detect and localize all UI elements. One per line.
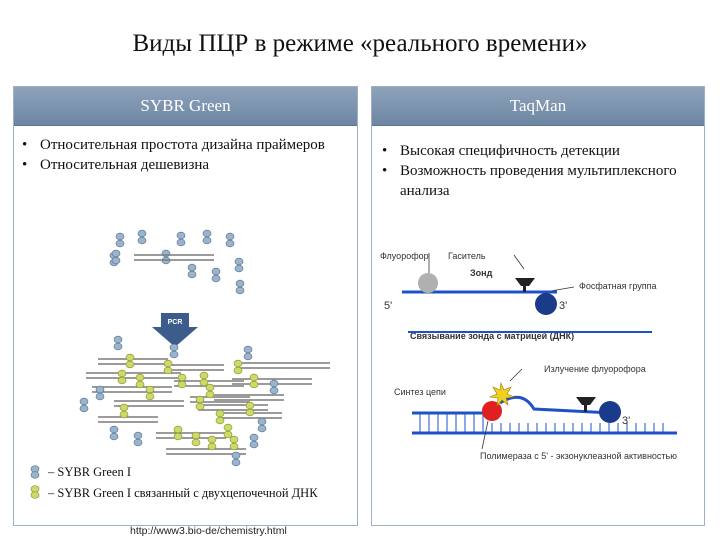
quencher-icon-2 [576,397,596,405]
bound-dye-icon [30,485,40,499]
free-dye-molecule [235,279,245,295]
bound-dye-molecule [117,369,127,385]
free-dye-molecule [231,451,241,467]
free-dye-molecule [243,345,253,361]
dna-duplex [198,404,268,411]
free-dye-molecule [95,385,105,401]
probe-three-prime: 3' [559,300,567,312]
free-dye-molecule [113,335,123,351]
bound-dye-molecule [191,431,201,447]
taqman-bullet-2: Возможность проведения мультиплексного а… [372,161,700,201]
phosphate-icon-2 [599,401,621,423]
free-dye-molecule [109,425,119,441]
sybr-free-state [109,229,245,295]
dna-duplex [98,416,158,423]
free-dye-molecule [249,433,259,449]
sybr-bound-state [79,335,330,467]
bound-dye-molecule [173,425,183,441]
sybr-green-panel: SYBR Green Относительная простота дизайн… [13,86,358,526]
bound-dye-molecule [229,435,239,451]
quencher-label: Гаситель [448,251,486,261]
probe-five-prime: 5' [384,300,392,312]
free-dye-molecule [257,417,267,433]
free-dye-molecule [137,229,147,245]
bound-dye-molecule [223,423,233,439]
sybr-green-diagram: PCR [79,229,330,467]
free-dye-molecule [111,249,121,265]
legend-bound-dye: – SYBR Green I связанный с двухцепочечно… [28,485,338,502]
free-dye-molecule [269,379,279,395]
taqman-cleavage-stage: Излучение флуорофора Синтез цепи 3' Поли… [394,364,677,461]
sybr-green-header: SYBR Green [14,87,357,126]
legend-bound-text: – SYBR Green I связанный с двухцепочечно… [48,486,318,500]
binding-label: Связывание зонда с матрицей (ДНК) [410,331,574,341]
free-dye-molecule [161,249,171,265]
free-dye-molecule [225,232,235,248]
taqman-bullet-1: Высокая специфичность детекции [372,141,700,161]
bound-dye-molecule [119,403,129,419]
pcr-arrow: PCR [152,313,198,347]
synthesis-label: Синтез цепи [394,387,446,397]
emission-star-icon [488,381,516,407]
dna-duplex [92,386,172,393]
free-dye-molecule [187,263,197,279]
taqman-header: TaqMan [372,87,704,126]
free-dye-molecule [115,232,125,248]
dna-duplex [214,394,284,401]
free-dye-icon [30,465,40,479]
sybr-bullet-1: Относительная простота дизайна праймеров [14,135,349,155]
dna-duplex [164,364,224,371]
sybr-legend: – SYBR Green I – SYBR Green I связанный … [28,465,338,502]
quencher-icon [515,278,535,286]
cleavage-three-prime: 3' [622,415,630,427]
emission-label: Излучение флуорофора [544,364,646,374]
probe-label: Зонд [470,268,493,278]
phosphate-label: Фосфатная группа [579,281,656,291]
bound-dye-molecule [199,371,209,387]
bound-dye-molecule [125,353,135,369]
dna-duplex [134,254,214,261]
sybr-green-bullets: Относительная простота дизайна праймеров… [14,135,349,175]
legend-free-text: – SYBR Green I [48,465,131,479]
phosphate-icon [535,293,557,315]
bound-dye-molecule [177,373,187,389]
legend-free-dye: – SYBR Green I [28,465,338,480]
free-dye-molecule [202,229,212,245]
taqman-probe-stage: Флуорофор Гаситель Зонд Фосфатная группа… [380,251,656,315]
free-dye-molecule [79,397,89,413]
taqman-bullets: Высокая специфичность детекции Возможнос… [372,141,700,201]
free-dye-molecule [176,231,186,247]
taqman-panel: TaqMan Высокая специфичность детекции Во… [371,86,705,526]
free-dye-molecule [169,343,179,359]
bound-dye-molecule [207,435,217,451]
fluorophore-off-icon [418,273,438,293]
bound-dye-molecule [163,359,173,375]
polymerase-label: Полимераза с 5' - экзонуклеазной активно… [480,451,677,461]
bound-dye-molecule [195,395,205,411]
free-dye-molecule [133,431,143,447]
bound-dye-molecule [233,359,243,375]
free-dye-molecule [234,257,244,273]
taqman-diagram: Флуорофор Гаситель Зонд Фосфатная группа… [380,251,677,461]
bound-dye-molecule [249,373,259,389]
bound-dye-molecule [145,385,155,401]
bound-dye-molecule [135,373,145,389]
bound-dye-molecule [245,401,255,417]
pcr-label: PCR [168,319,183,326]
fluorophore-label: Флуорофор [380,251,429,261]
dna-duplex [240,362,330,369]
bound-dye-molecule [215,409,225,425]
sybr-bullet-2: Относительная дешевизна [14,155,349,175]
free-dye-molecule [211,267,221,283]
source-link[interactable]: http://www3.bio-de/chemistry.html [130,525,287,537]
slide-title: Виды ПЦР в режиме «реального времени» [132,30,588,57]
bound-dye-molecule [205,383,215,399]
